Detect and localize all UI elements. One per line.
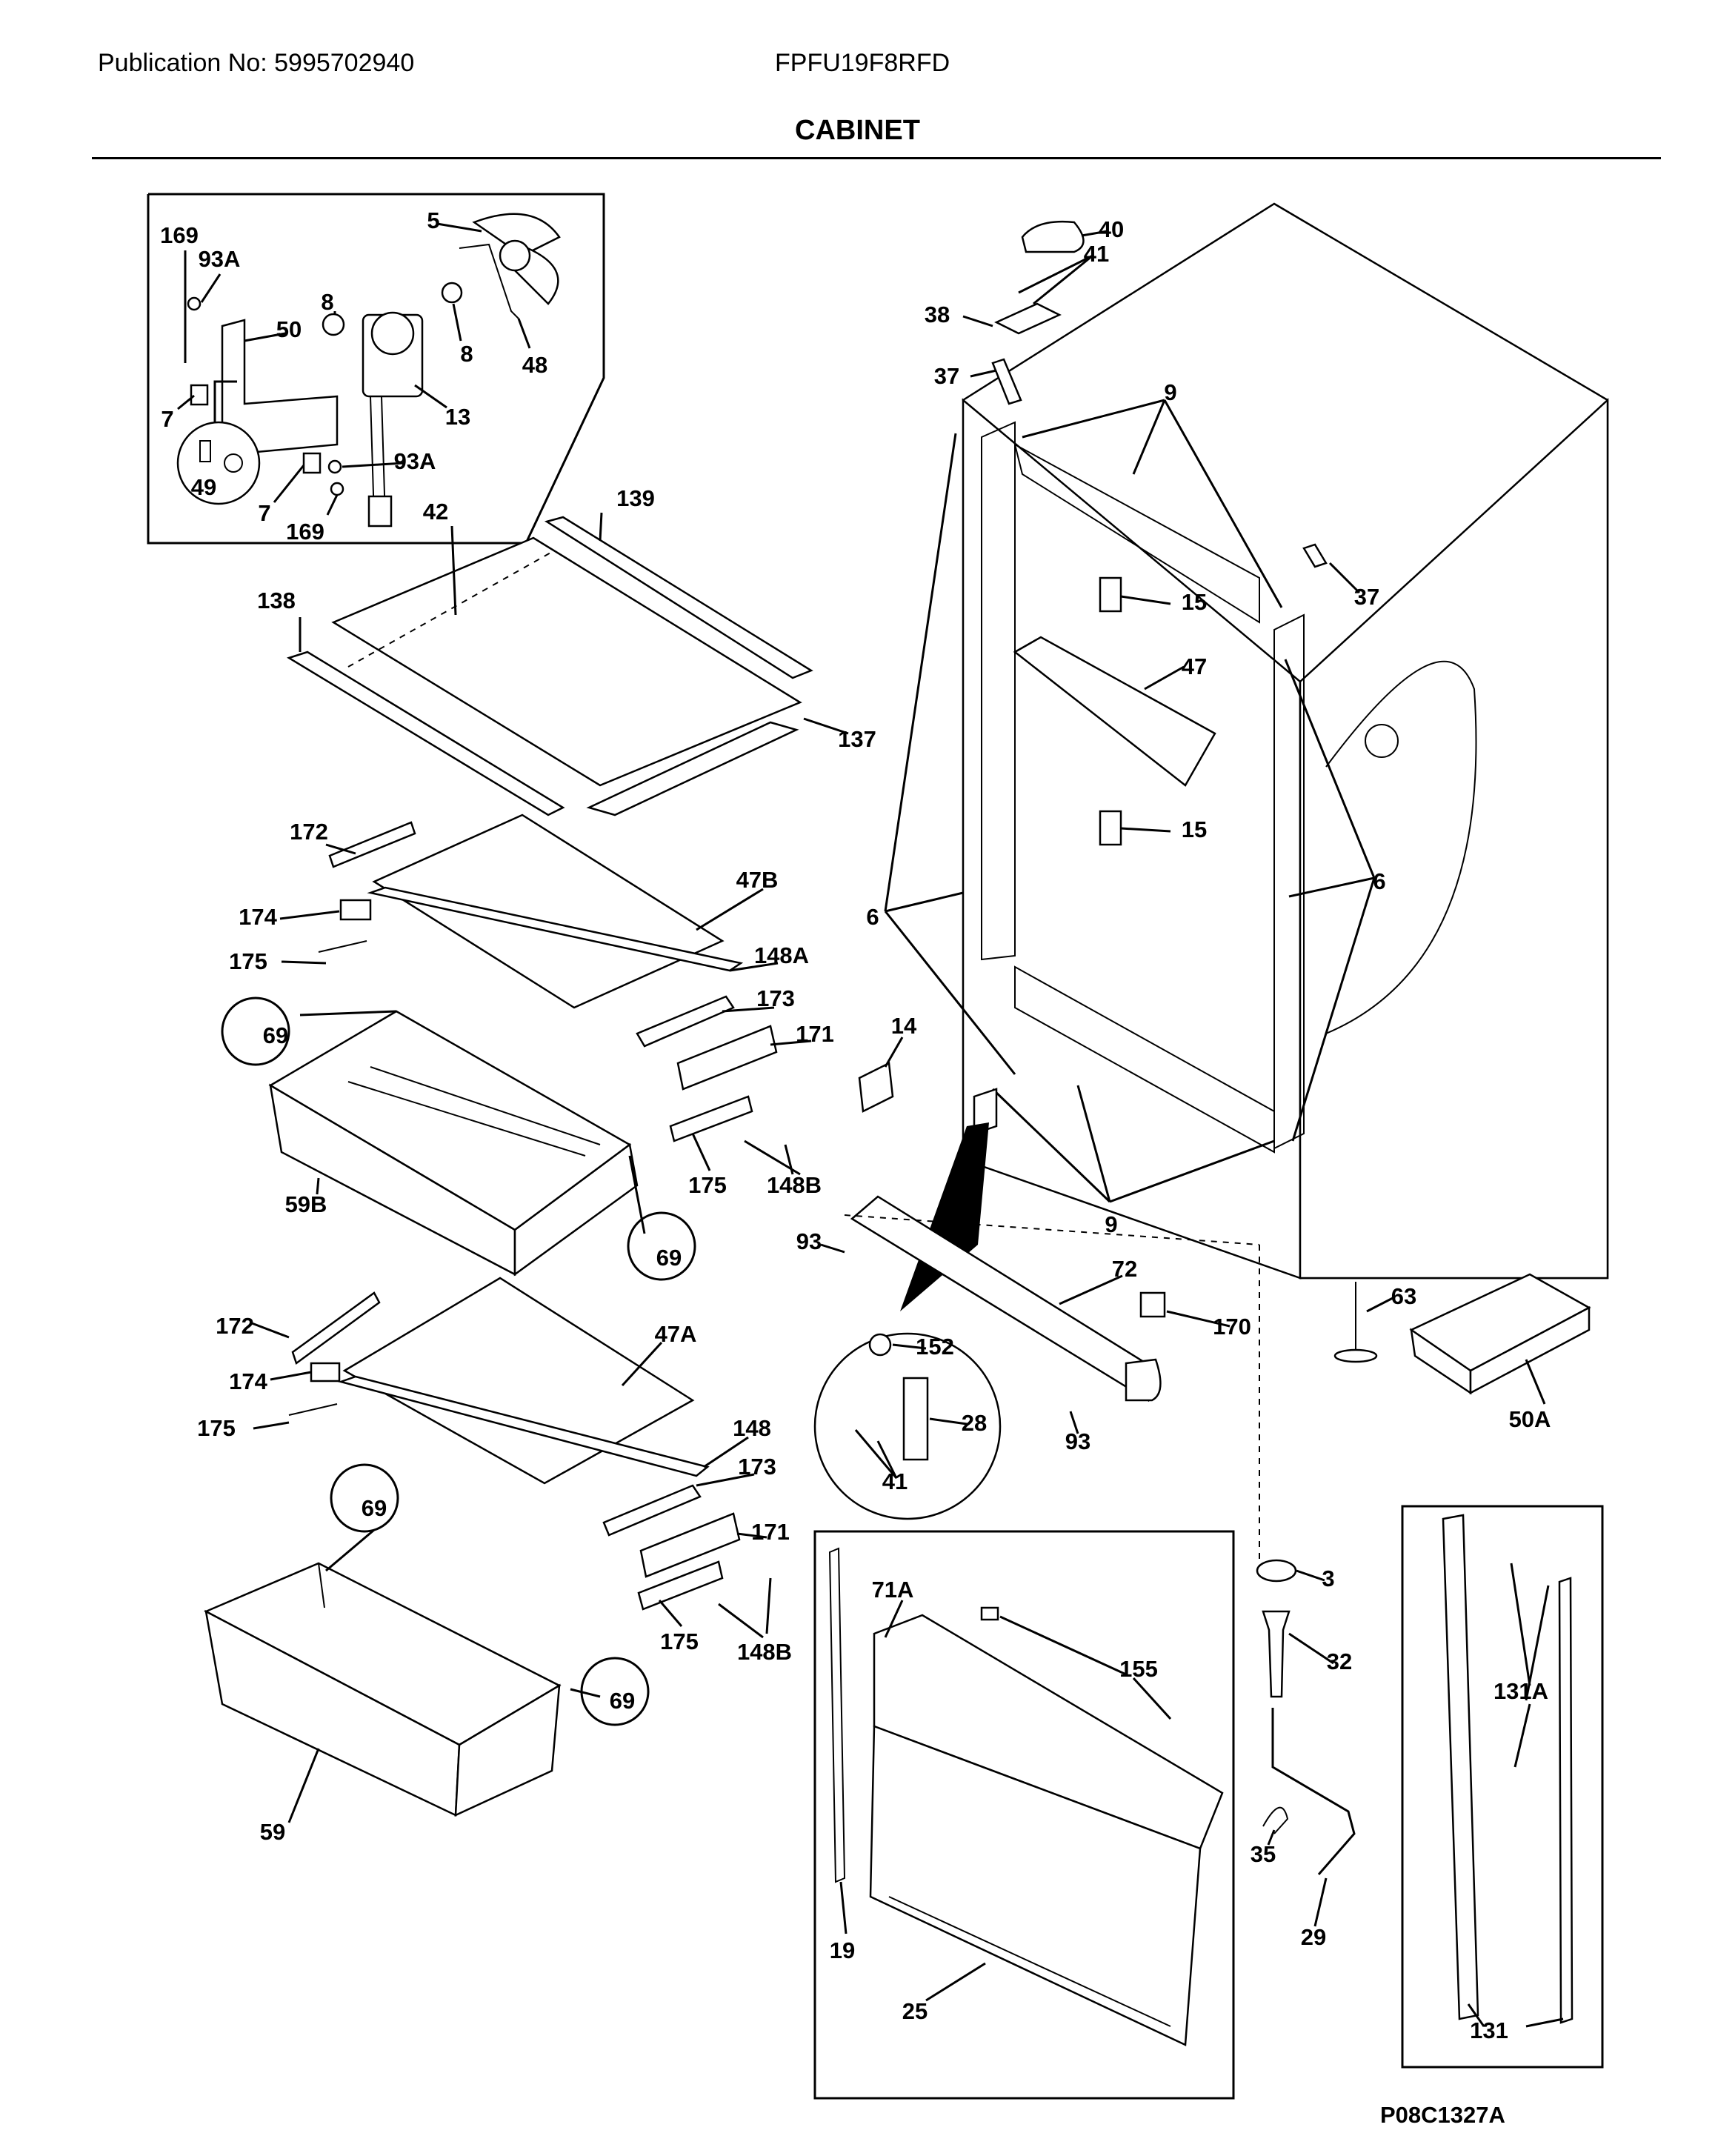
- callout-c175d: 175: [660, 1628, 699, 1654]
- callout-c173a: 173: [756, 985, 795, 1011]
- callout-c169b: 169: [286, 519, 324, 545]
- callout-c148A: 148A: [754, 942, 809, 968]
- callout-c59B: 59B: [285, 1191, 327, 1217]
- callout-c59: 59: [260, 1819, 285, 1845]
- callout-c25: 25: [902, 1998, 928, 2024]
- callout-c41a: 41: [1084, 241, 1109, 267]
- callout-c29: 29: [1301, 1924, 1326, 1950]
- callout-c13: 13: [445, 404, 470, 430]
- callout-c155: 155: [1119, 1656, 1158, 1682]
- callout-c71A: 71A: [872, 1577, 914, 1603]
- callout-c148: 148: [733, 1415, 771, 1441]
- cabinet-group: [813, 202, 1609, 1571]
- callout-c48: 48: [522, 352, 547, 378]
- callout-c40: 40: [1099, 216, 1124, 242]
- lower-shelf-group: [204, 1277, 772, 1823]
- callout-c171b: 171: [751, 1519, 790, 1545]
- callout-c47B: 47B: [736, 867, 779, 893]
- drain-group: [1256, 1559, 1356, 1927]
- publication-number: Publication No: 5995702940: [98, 49, 415, 77]
- callout-c171a: 171: [796, 1021, 834, 1047]
- callout-c69d: 69: [610, 1688, 635, 1714]
- callout-c38: 38: [925, 302, 950, 327]
- callout-c41b: 41: [882, 1468, 908, 1494]
- callout-c6b: 6: [1373, 868, 1385, 894]
- callout-c63: 63: [1391, 1283, 1416, 1309]
- callout-c139: 139: [616, 485, 655, 511]
- callout-c49: 49: [191, 474, 216, 500]
- callout-c172b: 172: [216, 1313, 254, 1339]
- callout-c93b: 93: [1065, 1428, 1090, 1454]
- callout-c47: 47: [1182, 653, 1207, 679]
- callout-c69c: 69: [362, 1495, 387, 1521]
- callout-c131A: 131A: [1493, 1678, 1548, 1704]
- callout-c7a: 7: [161, 406, 173, 432]
- diagram-code: P08C1327A: [1380, 2102, 1505, 2128]
- callout-c37b: 37: [1354, 584, 1379, 610]
- callout-c5: 5: [427, 207, 439, 233]
- callout-c37a: 37: [934, 363, 959, 389]
- upper-shelf-group: [287, 512, 849, 816]
- callout-c174a: 174: [239, 904, 277, 930]
- callout-c69a: 69: [263, 1022, 288, 1048]
- callout-c35: 35: [1251, 1841, 1276, 1867]
- callout-c3: 3: [1322, 1566, 1334, 1591]
- callout-c69b: 69: [656, 1245, 682, 1271]
- callout-c47A: 47A: [655, 1321, 697, 1347]
- header-rule: [92, 157, 1661, 159]
- callout-c93a: 93: [796, 1228, 822, 1254]
- callout-c148Bb: 148B: [737, 1639, 792, 1665]
- callout-c8a: 8: [321, 289, 333, 315]
- callout-c50: 50: [276, 316, 302, 342]
- callout-c8b: 8: [460, 341, 473, 367]
- callout-c50A: 50A: [1509, 1406, 1551, 1432]
- callout-c9b: 9: [1105, 1211, 1117, 1237]
- model-number: FPFU19F8RFD: [775, 49, 950, 77]
- middle-shelf-group: [268, 814, 812, 1277]
- callout-c138: 138: [257, 588, 296, 613]
- callout-c172a: 172: [290, 819, 328, 845]
- callout-c175c: 175: [197, 1415, 236, 1441]
- callout-c174b: 174: [229, 1368, 267, 1394]
- callout-c169a: 169: [160, 222, 199, 248]
- callout-c148Ba: 148B: [767, 1172, 822, 1198]
- callout-ring-69a: [221, 997, 290, 1066]
- callout-c15a: 15: [1182, 589, 1207, 615]
- section-title: CABINET: [795, 115, 920, 146]
- rail-inset: [1401, 1505, 1604, 2069]
- callout-c15b: 15: [1182, 816, 1207, 842]
- callout-ring-69b: [627, 1211, 696, 1281]
- callout-c175b: 175: [688, 1172, 727, 1198]
- callout-c131: 131: [1470, 2017, 1508, 2043]
- callout-c93Ab: 93A: [394, 448, 436, 474]
- callout-c170: 170: [1213, 1314, 1251, 1340]
- callout-c9a: 9: [1164, 379, 1176, 405]
- callout-c42: 42: [423, 499, 448, 525]
- callout-c7b: 7: [258, 500, 270, 526]
- callout-ring-69c: [330, 1463, 399, 1533]
- cover-inset: [813, 1530, 1235, 2100]
- callout-c6a: 6: [866, 904, 879, 930]
- callout-c19: 19: [830, 1937, 855, 1963]
- callout-c137: 137: [838, 726, 876, 752]
- callout-c152: 152: [916, 1334, 954, 1360]
- callout-c28: 28: [962, 1410, 987, 1436]
- callout-c72: 72: [1112, 1256, 1137, 1282]
- fan-assembly-inset: [147, 193, 605, 545]
- callout-c32: 32: [1327, 1648, 1352, 1674]
- callout-c14: 14: [891, 1013, 917, 1039]
- callout-c175a: 175: [229, 948, 267, 974]
- callout-c173b: 173: [738, 1454, 776, 1480]
- callout-c93Aa: 93A: [199, 246, 241, 272]
- callout-ring-69d: [580, 1657, 650, 1726]
